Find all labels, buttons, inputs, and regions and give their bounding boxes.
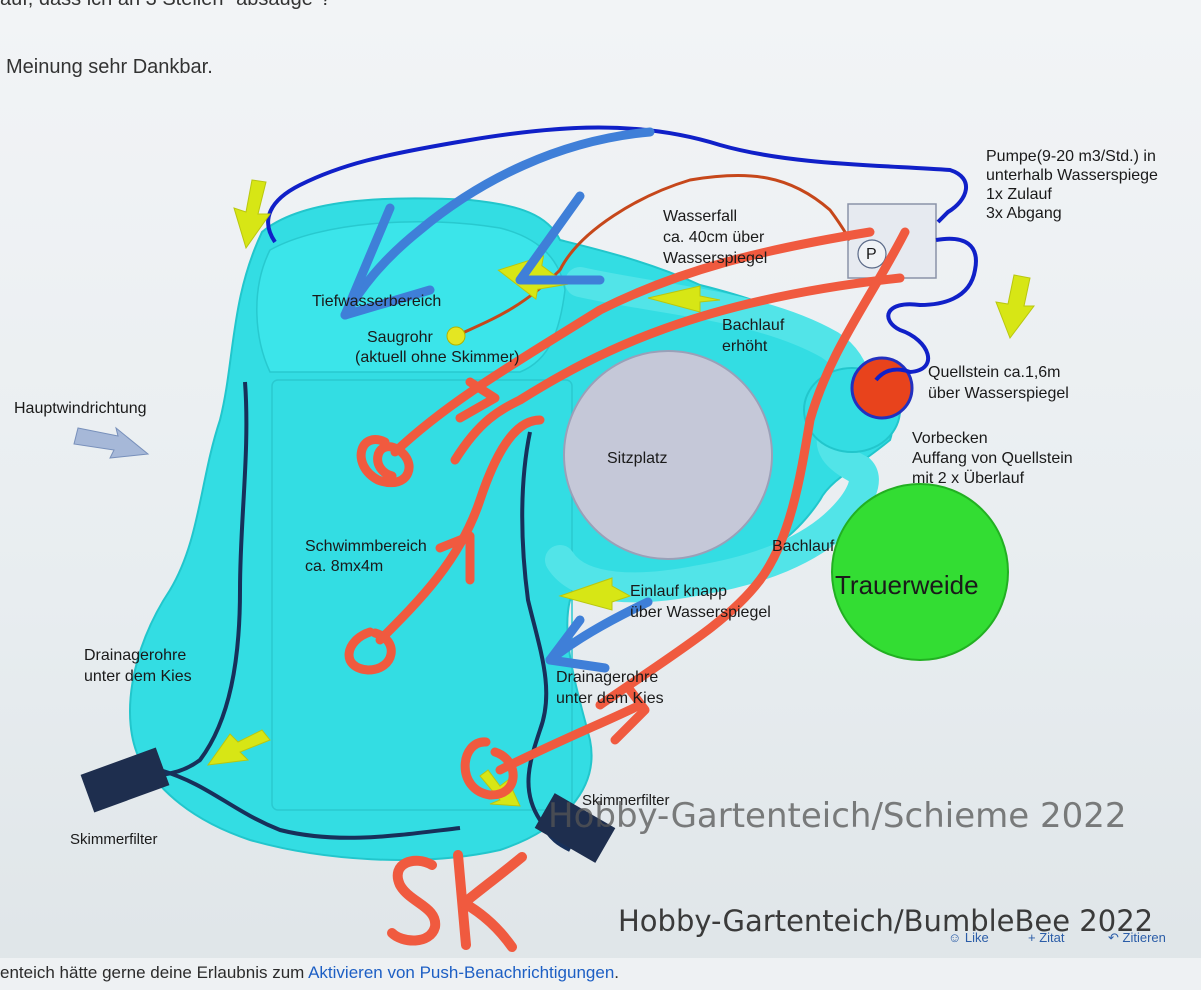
bachlauf-label-line: Bachlauf (722, 317, 785, 334)
skimmer-right-label: Skimmerfilter (582, 792, 670, 809)
sitzplatz-label: Sitzplatz (607, 450, 668, 467)
pump-label-line: 3x Abgang (986, 205, 1062, 222)
schwimmbereich-label: Schwimmbereich ca. 8mx4m (305, 537, 427, 577)
skimmer-left-label: Skimmerfilter (70, 831, 158, 848)
pump-label: Pumpe(9-20 m3/Std.) in unterhalb Wassers… (986, 147, 1158, 223)
einlauf-label: Einlauf knapp über Wasserspiegel (630, 581, 771, 623)
zitieren-label: Zitieren (1122, 930, 1166, 945)
pump-return-pipe (266, 125, 969, 244)
pump-box (847, 203, 937, 279)
wind-arrow-icon (73, 426, 150, 459)
forum-post-line: auf, dass ich an 3 Stellen "absauge"? (0, 0, 331, 11)
quellstein-label-line: über Wasserspiegel (928, 385, 1069, 402)
pump-label-line: 1x Zulauf (986, 186, 1052, 203)
drainage-left-label: Drainagerohre unter dem Kies (84, 645, 192, 687)
wasserfall-pipe (455, 173, 852, 338)
forum-post-line: Meinung sehr Dankbar. (6, 56, 213, 78)
push-notification-bar (0, 958, 1201, 990)
arrow-icon (479, 769, 521, 807)
zitat-button[interactable]: + Zitat (1028, 930, 1065, 945)
vorbecken-label-line: mit 2 x Überlauf (912, 470, 1025, 487)
trauerweide-tree (831, 483, 1009, 661)
like-icon: ☺ (948, 930, 965, 945)
pump-circle (857, 239, 887, 269)
wasserfall-label: Wasserfall ca. 40cm über Wasserspiegel (663, 206, 767, 269)
watermark-schieme: Hobby-Gartenteich/Schieme 2022 (548, 796, 1127, 836)
quellstein-label-line: Quellstein ca.1,6m (928, 364, 1061, 381)
saugrohr-label-line: Saugrohr (367, 329, 433, 346)
quellstein-label: Quellstein ca.1,6m über Wasserspiegel (928, 362, 1069, 404)
arrow-icon (995, 274, 1035, 340)
zitieren-button[interactable]: ↶ Zitieren (1108, 930, 1166, 946)
einlauf-label-line: über Wasserspiegel (630, 604, 771, 621)
quellstein (850, 356, 914, 420)
drainage-label-line: Drainagerohre (84, 647, 187, 664)
einlauf-label-line: Einlauf knapp (630, 583, 727, 600)
drainage-label-line: unter dem Kies (84, 668, 192, 685)
push-text-prefix: enteich hätte gerne deine Erlaubnis zum (0, 963, 309, 982)
red-overlay-strokes (344, 227, 910, 800)
skimmer-right (534, 793, 616, 863)
vorbecken-label-line: Auffang von Quellstein (912, 450, 1073, 467)
push-notification-text: enteich hätte gerne deine Erlaubnis zum … (0, 963, 619, 983)
wasserfall-label-line: Wasserfall (663, 208, 738, 225)
bachlauf-label-line: erhöht (722, 338, 768, 355)
drain-left (149, 381, 249, 777)
pump-symbol: P (866, 246, 877, 263)
arrow-icon (206, 729, 271, 766)
arrow-icon (558, 577, 632, 611)
wasserfall-label-line: ca. 40cm über (663, 229, 765, 246)
saugrohr-point (446, 326, 466, 346)
hauptwind-label: Hauptwindrichtung (14, 400, 147, 417)
sitzplatz (563, 350, 773, 560)
watermark-bumblebee: Hobby-Gartenteich/BumbleBee 2022 (618, 904, 1154, 938)
drainage-label-line: Drainagerohre (556, 669, 659, 686)
push-activate-link[interactable]: Aktivieren von Push-Benachrichtigungen (308, 963, 615, 982)
handwritten-sk: SK (387, 850, 527, 952)
vorbecken-label-line: Vorbecken (912, 430, 988, 447)
saugrohr-label: Saugrohr (aktuell ohne Skimmer) (355, 328, 520, 368)
pump-label-line: Pumpe(9-20 m3/Std.) in (986, 148, 1156, 165)
bachlauf-erhoeht-label: Bachlauf erhöht (722, 315, 784, 357)
wasserfall-label-line: Wasserspiegel (663, 250, 768, 267)
tiefwasser-label: Tiefwasserbereich (312, 293, 442, 310)
arrow-icon (647, 285, 721, 313)
schwimmbereich-label-line: ca. 8mx4m (305, 558, 384, 575)
pump-label-line: unterhalb Wasserspiege (986, 167, 1158, 184)
trauerweide-label: Trauerweide (835, 570, 979, 600)
vorbecken-label: Vorbecken Auffang von Quellstein mit 2 x… (912, 429, 1073, 489)
like-label: Like (964, 930, 989, 945)
like-button[interactable]: ☺ Like (948, 930, 989, 945)
quellstein-pipe (874, 236, 978, 382)
arrow-icon (233, 179, 271, 250)
push-text-suffix: . (614, 963, 620, 982)
drainage-label-line: unter dem Kies (556, 690, 664, 707)
saugrohr-label-line: (aktuell ohne Skimmer) (355, 349, 520, 366)
schwimmbereich-label-line: Schwimmbereich (305, 538, 427, 555)
skimmer-left (80, 747, 170, 813)
bachlauf-stream (545, 267, 879, 603)
drainage-right-label: Drainagerohre unter dem Kies (556, 667, 664, 709)
reply-icon: ↶ (1108, 930, 1123, 945)
blue-overlay-strokes (340, 127, 655, 673)
bachlauf-label: Bachlauf (772, 538, 835, 555)
drain-left-bottom (159, 768, 461, 840)
